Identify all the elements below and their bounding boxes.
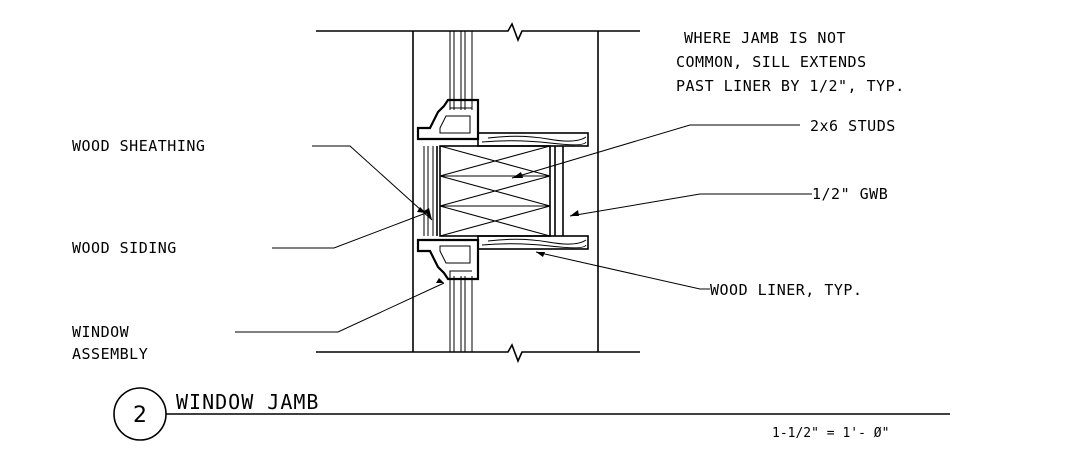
window-frame-lower xyxy=(416,238,480,281)
label-window-line2: ASSEMBLY xyxy=(72,345,148,363)
stud-block xyxy=(439,145,551,237)
leader-lines xyxy=(235,124,812,333)
bottom-break-line xyxy=(316,343,640,364)
window-glazing-lower xyxy=(449,276,473,352)
detail-scale: 1-1/2" = 1'- Ø" xyxy=(772,426,889,441)
detail-title: WINDOW JAMB xyxy=(176,390,319,414)
note-jamb-line3: PAST LINER BY 1/2", TYP. xyxy=(676,77,905,95)
detail-number: 2 xyxy=(133,403,147,428)
label-wood-liner: WOOD LINER, TYP. xyxy=(710,281,863,299)
label-wood-siding: WOOD SIDING xyxy=(72,239,177,257)
label-wood-sheathing: WOOD SHEATHING xyxy=(72,137,205,155)
leader-arrowheads xyxy=(417,172,579,283)
gwb-layer xyxy=(550,145,564,237)
wood-siding-layers xyxy=(423,146,438,236)
window-frame-upper xyxy=(416,98,480,141)
label-2x6-studs: 2x6 STUDS xyxy=(810,117,896,135)
note-jamb-line2: COMMON, SILL EXTENDS xyxy=(676,53,867,71)
note-jamb-line1: WHERE JAMB IS NOT xyxy=(684,29,846,47)
label-window-line1: WINDOW xyxy=(72,323,130,341)
wood-liner-top xyxy=(477,132,589,147)
top-break-line xyxy=(316,22,640,43)
label-gwb: 1/2" GWB xyxy=(812,185,888,203)
window-glazing-upper xyxy=(449,31,473,110)
wood-liner-bottom xyxy=(477,235,589,250)
